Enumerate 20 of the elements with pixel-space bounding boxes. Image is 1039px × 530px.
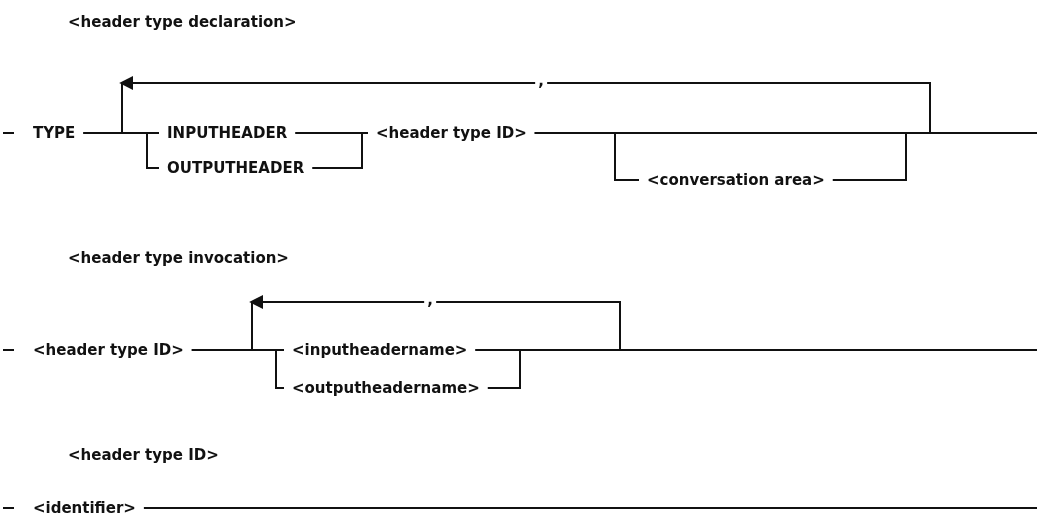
rule-heading: <header type declaration> xyxy=(68,14,297,30)
track-line xyxy=(249,295,621,351)
track-line xyxy=(831,132,907,181)
rule-heading: <header type invocation> xyxy=(68,250,289,266)
rule-heading: <header type ID> xyxy=(68,447,219,463)
syntax-term: <conversation area> xyxy=(647,171,825,189)
syntax-term: INPUTHEADER xyxy=(167,124,288,142)
syntax-term: <outputheadername> xyxy=(292,379,480,397)
syntax-term: OUTPUTHEADER xyxy=(167,159,305,177)
syntax-term: <inputheadername> xyxy=(292,341,468,359)
syntax-term: <header type ID> xyxy=(376,124,527,142)
track-line xyxy=(142,507,1038,509)
track-line xyxy=(82,132,160,169)
track-line xyxy=(119,76,931,134)
track-line xyxy=(190,349,285,389)
syntax-term: TYPE xyxy=(33,124,76,142)
syntax-term: <identifier> xyxy=(33,499,136,517)
track-line xyxy=(311,132,369,169)
track-line xyxy=(486,349,521,389)
syntax-term: <header type ID> xyxy=(33,341,184,359)
